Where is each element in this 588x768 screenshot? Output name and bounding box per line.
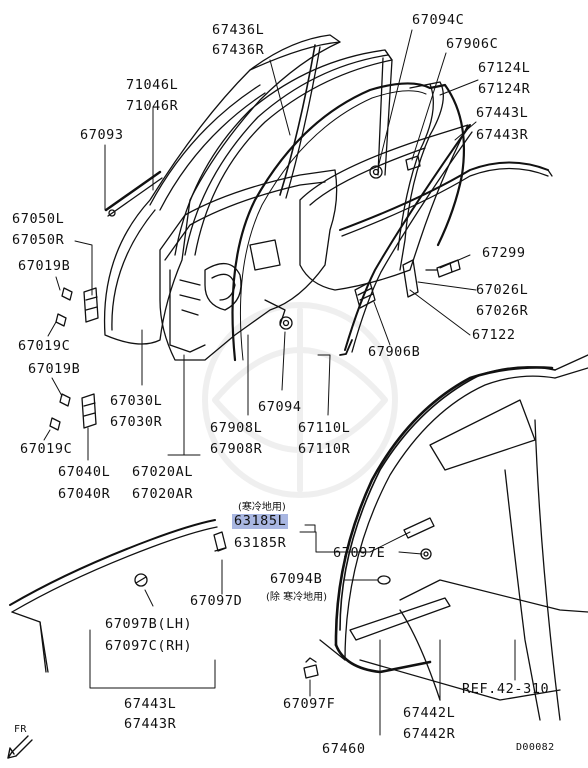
label-67110R: 67110R [298, 441, 351, 457]
rear-run-channel [397, 81, 444, 271]
label-67442R: 67442R [403, 726, 456, 742]
label-67097B-LH: 67097B(LH) [105, 616, 193, 632]
label-71046R: 71046R [126, 98, 179, 114]
label-67094: 67094 [258, 399, 302, 415]
label-67026R: 67026R [476, 303, 529, 319]
label-67097C-RH: 67097C(RH) [105, 638, 193, 654]
label-63185L: 63185L [232, 513, 289, 529]
label-67093: 67093 [80, 127, 124, 143]
label-67020AR: 67020AR [132, 486, 194, 502]
label-67436R: 67436R [212, 42, 265, 58]
door-sash [174, 49, 393, 256]
label-67019B-1: 67019B [18, 258, 71, 274]
label-67906C: 67906C [446, 36, 499, 52]
label-67094C: 67094C [412, 12, 465, 28]
label-67110L: 67110L [298, 420, 351, 436]
label-67436L: 67436L [212, 22, 265, 38]
label-67124R: 67124R [478, 81, 531, 97]
body-door-opening [319, 354, 588, 721]
label-67460: 67460 [322, 741, 366, 757]
label-67040R: 67040R [58, 486, 111, 502]
label-67122: 67122 [472, 327, 516, 343]
note-except-cold-climate: (除 寒冷地用) [266, 592, 327, 603]
clip-67097D [213, 531, 227, 552]
label-67019B-2: 67019B [28, 361, 81, 377]
label-67097E: 67097E [333, 545, 386, 561]
division-bar [149, 44, 321, 211]
label-67019C-1: 67019C [18, 338, 71, 354]
label-67094B: 67094B [270, 571, 323, 587]
belt-moulding-upper [339, 161, 553, 237]
label-67443L-bottom: 67443L [124, 696, 177, 712]
screw-67299 [425, 259, 461, 278]
label-67299: 67299 [482, 245, 526, 261]
drain-grommet [354, 281, 376, 309]
door-outer-panel [103, 34, 341, 345]
label-67026L: 67026L [476, 282, 529, 298]
label-67443R-bottom: 67443R [124, 716, 177, 732]
opening-weatherstrip [334, 366, 554, 674]
lower-sash-parts [339, 259, 419, 356]
window-glass [299, 124, 469, 291]
label-67050R: 67050R [12, 232, 65, 248]
belt-moulding-lower [9, 519, 218, 673]
label-67908L: 67908L [210, 420, 263, 436]
label-67124L: 67124L [478, 60, 531, 76]
label-ref-42-310: REF.42-310 [462, 681, 550, 697]
front-direction-label: FR [14, 724, 27, 735]
plug-67094B [377, 575, 391, 585]
note-cold-climate: (寒冷地用) [238, 502, 286, 513]
drawing-id: D00082 [516, 742, 555, 753]
front-arrow-icon [7, 735, 33, 759]
label-67443R-top: 67443R [476, 127, 529, 143]
label-67019C-2: 67019C [20, 441, 73, 457]
glass-channel [344, 124, 473, 353]
label-67030L: 67030L [110, 393, 163, 409]
label-67906B: 67906B [368, 344, 421, 360]
label-67443L-top: 67443L [476, 105, 529, 121]
label-67030R: 67030R [110, 414, 163, 430]
hinge-lower [49, 393, 97, 431]
label-63185R: 63185R [234, 535, 287, 551]
door-inner-panel [159, 169, 338, 361]
label-67442L: 67442L [403, 705, 456, 721]
watermark-emblem [202, 302, 398, 498]
label-67020AL: 67020AL [132, 464, 194, 480]
label-67908R: 67908R [210, 441, 263, 457]
label-67097F: 67097F [283, 696, 336, 712]
leader-lines [43, 29, 516, 736]
cold-climate-seal [403, 517, 435, 539]
label-67040L: 67040L [58, 464, 111, 480]
clip-67097F [303, 657, 319, 679]
label-67097D: 67097D [190, 593, 243, 609]
scuff-plate [349, 597, 451, 641]
label-71046L: 71046L [126, 77, 179, 93]
label-67050L: 67050L [12, 211, 65, 227]
plug-parts [369, 155, 421, 179]
